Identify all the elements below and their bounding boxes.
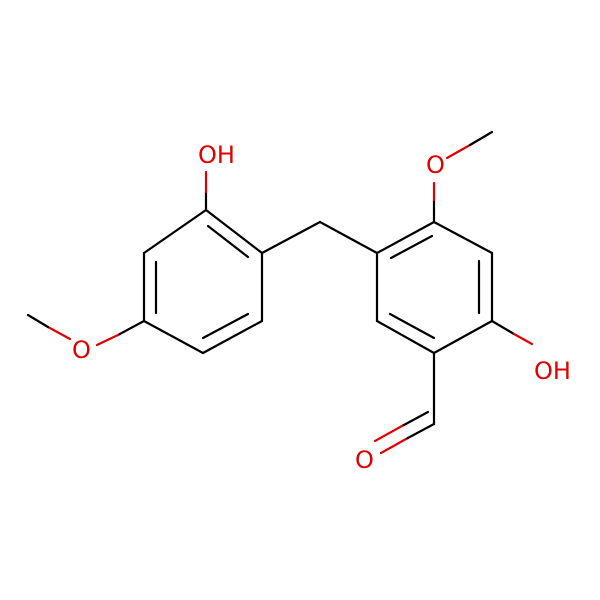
double-bond-inner (206, 224, 250, 259)
bond-o-ch3-left-o (46, 325, 72, 341)
bond (432, 220, 494, 255)
hydroxyl-label-right: OH (534, 357, 571, 385)
bond-c-o-aldehyde (404, 422, 436, 441)
bond-c-oh-right-o (512, 332, 534, 346)
bond (201, 319, 264, 355)
bond-c-o-aldehyde-double (400, 410, 430, 428)
double-bond-inner (388, 312, 436, 340)
bond (375, 220, 436, 255)
bond-o-ch3-left (26, 313, 50, 329)
bond-bridge-right (318, 220, 379, 255)
bond (142, 208, 208, 255)
bond-c-o-aldehyde-double-o (373, 424, 404, 443)
bond-c-o-aldehyde-o (379, 437, 408, 455)
bond-c-o-left (116, 319, 146, 337)
methoxy-oxygen-right: O (426, 151, 445, 179)
bond (142, 319, 205, 355)
bond-o-ch3-right (468, 130, 494, 147)
bond-c-oh-right (490, 319, 516, 336)
bond-o-ch3-right-o (445, 143, 472, 160)
bond (204, 208, 264, 255)
bond (375, 319, 436, 355)
right-ring (375, 220, 494, 355)
bond-c-o-left-o (95, 333, 120, 347)
bond-bridge-left (260, 220, 322, 255)
double-bond-inner (389, 234, 434, 260)
bond (432, 319, 494, 355)
double-bond-inner (201, 312, 250, 340)
left-ring (142, 208, 264, 355)
hydroxyl-label-top: OH (198, 141, 235, 169)
aldehyde-oxygen: O (355, 446, 374, 474)
methoxy-oxygen-left: O (72, 336, 91, 364)
